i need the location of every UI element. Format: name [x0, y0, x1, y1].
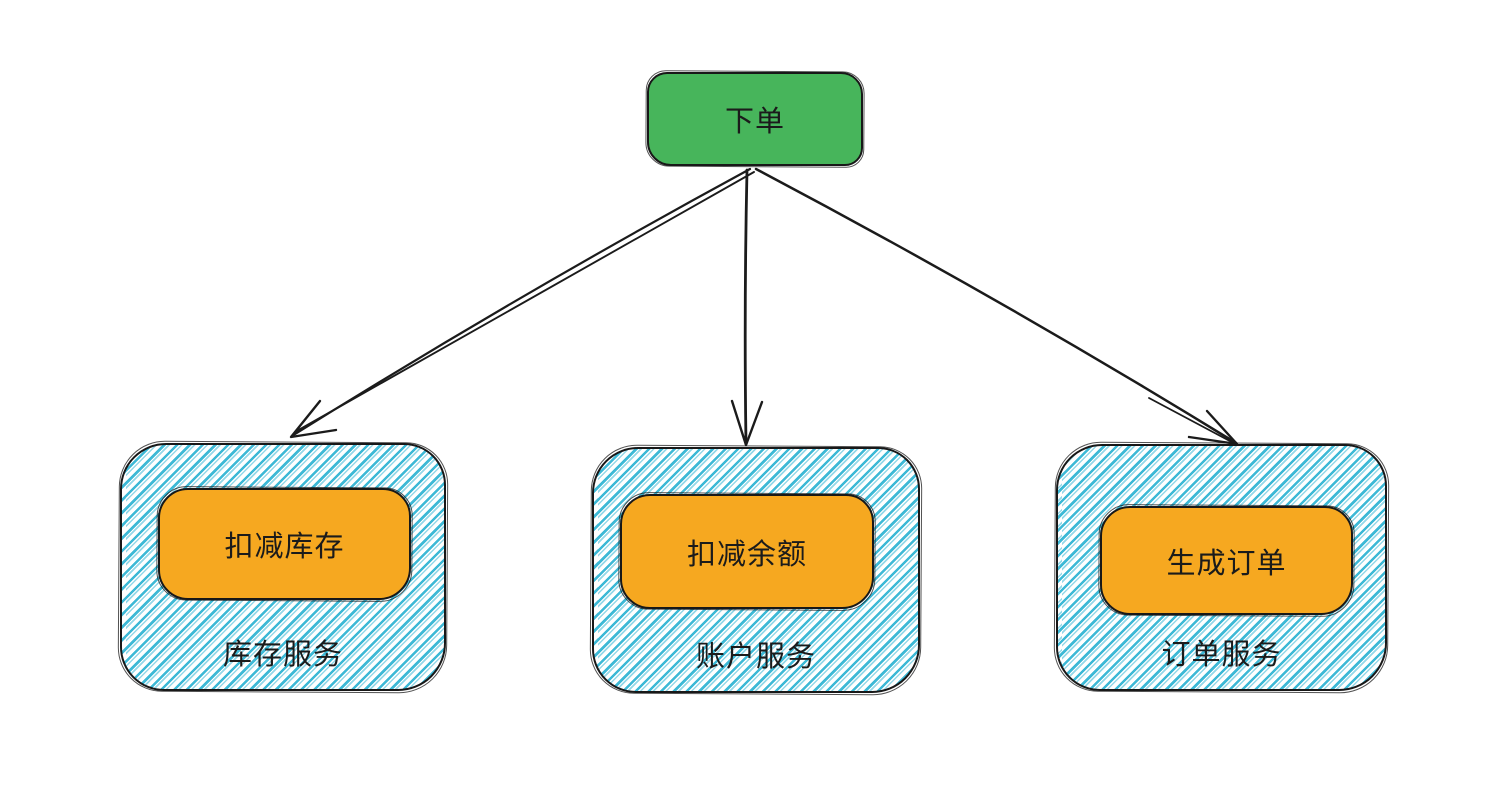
arrowhead-icon: [1187, 409, 1239, 446]
task-label: 扣减库存: [224, 529, 345, 563]
order-action-node: 下单: [647, 72, 863, 166]
service-container-order: 生成订单 订单服务: [1056, 444, 1387, 691]
arrow-order-to-account: [730, 168, 764, 447]
order-action-label: 下单: [724, 104, 785, 138]
task-box-deduct-balance: 扣减余额: [620, 494, 874, 609]
task-label: 扣减余额: [686, 536, 807, 571]
service-container-inventory: 扣减库存 库存服务: [120, 443, 446, 691]
arrowhead-icon: [289, 399, 338, 439]
service-label-account: 账户服务: [695, 639, 816, 673]
service-label-order: 订单服务: [1161, 637, 1282, 671]
task-label: 生成订单: [1166, 545, 1287, 580]
arrowhead-icon: [730, 399, 764, 447]
arrow-order-to-order: [754, 167, 1242, 448]
task-box-generate-order: 生成订单: [1100, 506, 1353, 615]
service-label-inventory: 库存服务: [222, 637, 343, 671]
service-container-account: 扣减余额 账户服务: [592, 447, 920, 693]
task-box-deduct-inventory: 扣减库存: [158, 488, 411, 600]
arrow-order-to-inventory: [289, 167, 755, 439]
